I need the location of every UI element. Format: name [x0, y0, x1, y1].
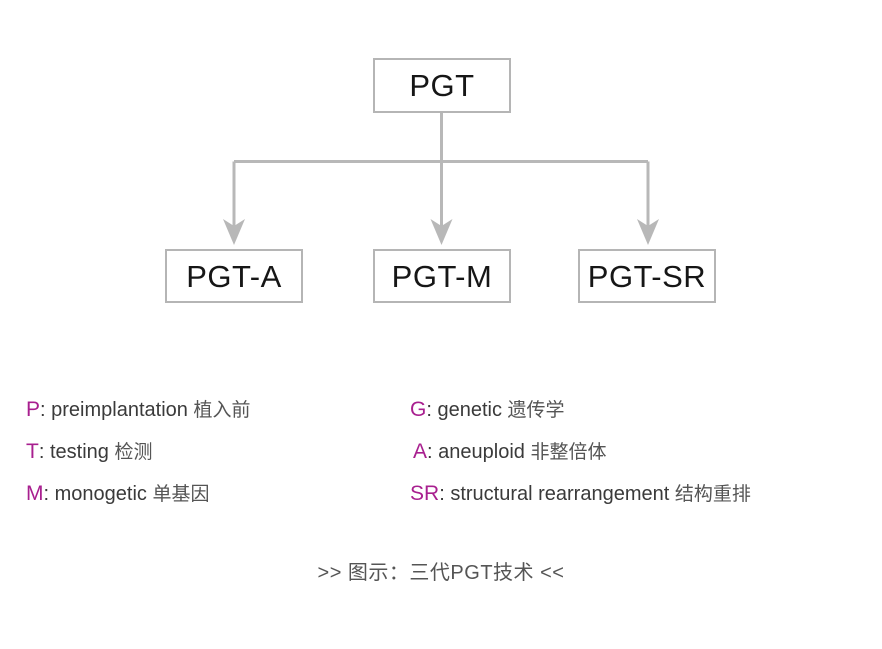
legend-item-sr: SR: structural rearrangement 结构重排 [410, 483, 751, 504]
legend-key: P [26, 398, 41, 421]
legend-colon: : [38, 441, 45, 463]
legend-colon: : [439, 483, 445, 505]
legend-colon: : [427, 441, 433, 463]
legend-chinese: 遗传学 [507, 400, 565, 421]
legend-english: preimplantation [51, 399, 188, 421]
node-pgt-sr[interactable]: PGT-SR [578, 249, 716, 303]
legend-colon: : [40, 399, 46, 421]
legend-item-m: M: monogetic 单基因 [26, 483, 209, 504]
legend-colon: : [426, 399, 432, 421]
legend-english: monogetic [54, 483, 147, 505]
legend-item-g: G: genetic 遗传学 [410, 399, 565, 420]
legend-english: aneuploid [438, 441, 525, 463]
legend-english: testing [49, 441, 109, 463]
legend-item-t: T: testing 检测 [26, 441, 152, 462]
legend-key: T [26, 440, 39, 463]
legend-key: M [26, 482, 44, 505]
node-pgt[interactable]: PGT [373, 58, 511, 113]
legend-english: structural rearrangement [450, 483, 670, 505]
legend-key: G [410, 398, 427, 421]
legend-chinese: 植入前 [193, 400, 251, 421]
legend-english: genetic [437, 399, 502, 421]
node-pgt-m[interactable]: PGT-M [373, 249, 511, 303]
node-pgt-a[interactable]: PGT-A [165, 249, 303, 303]
figure-caption: >> 图示：三代PGT技术 << [317, 562, 565, 584]
legend-colon: : [43, 483, 50, 505]
legend-item-p: P: preimplantation 植入前 [26, 399, 250, 420]
legend-chinese: 单基因 [152, 484, 210, 505]
legend-chinese: 非整倍体 [530, 442, 607, 463]
legend-chinese: 结构重排 [674, 484, 751, 505]
legend-key: SR [410, 482, 440, 505]
legend-key: A [413, 440, 428, 463]
legend-chinese: 检测 [114, 442, 153, 463]
legend-item-a: A: aneuploid 非整倍体 [413, 441, 606, 462]
